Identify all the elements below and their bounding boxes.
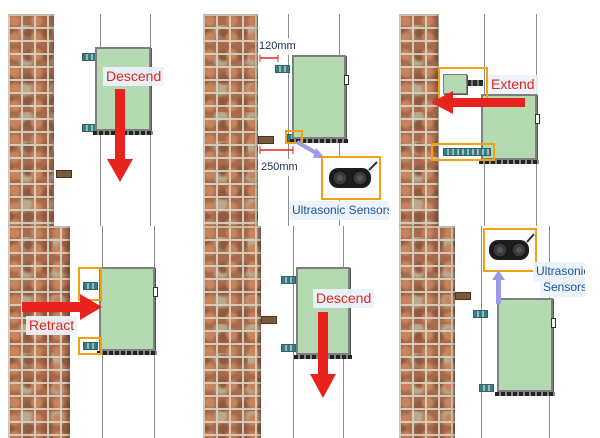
action-label: Retract	[26, 316, 78, 335]
wheel-base	[479, 160, 539, 164]
lower-sensor-highlight	[78, 337, 102, 355]
lower-sensor-arm	[443, 148, 491, 156]
wall-stub	[455, 292, 471, 300]
robot-enclosure	[290, 55, 349, 143]
panel-1-descend: Descend	[8, 14, 194, 226]
dimension-bottom-label: 250mm	[260, 159, 299, 176]
robot-enclosure	[495, 298, 556, 396]
brick-wall	[399, 14, 439, 226]
action-label: Descend	[313, 289, 375, 308]
upper-sensor-arm	[83, 282, 98, 290]
ultrasonic-sensor-image	[321, 156, 381, 200]
guide-rail-left	[481, 226, 482, 438]
action-label: Extend	[488, 75, 538, 94]
panel-3-extend: Extend	[399, 14, 585, 226]
sensor-highlight	[285, 130, 303, 144]
sensor-caption-line1: Ultrasonic	[533, 262, 585, 281]
lower-sensor-arm	[479, 384, 494, 392]
wall-stub	[261, 316, 277, 324]
panel-2-sensor-distances: 120mm 250mm Ultrasonic Sensors	[203, 14, 389, 226]
brick-wall	[203, 226, 261, 438]
upper-sensor-highlight	[438, 67, 488, 103]
enclosure-latch	[535, 114, 540, 124]
brick-wall	[8, 14, 54, 226]
wheel-base	[294, 355, 352, 359]
wall-stub	[258, 136, 274, 144]
panel-6-sensors: Ultrasonic Sensors	[399, 226, 585, 438]
upper-sensor-highlight	[78, 267, 102, 301]
lower-sensor-arm	[281, 344, 296, 352]
upper-sensor-arm	[275, 65, 290, 73]
dimension-top-label: 120mm	[258, 38, 297, 55]
ultrasonic-sensor-icon	[329, 161, 378, 188]
wheel-base	[495, 392, 555, 396]
robot-enclosure	[294, 267, 352, 359]
guide-rail-left	[293, 226, 294, 438]
action-label: Descend	[103, 67, 165, 86]
robot-enclosure	[97, 267, 158, 355]
brick-wall	[203, 14, 258, 226]
enclosure-latch	[551, 318, 556, 328]
wheel-base	[93, 131, 153, 135]
upper-sensor-arm	[473, 310, 488, 318]
enclosure-latch	[344, 75, 349, 85]
sensor-caption-line2: Sensors	[540, 278, 585, 297]
wall-stub	[56, 170, 72, 178]
wheel-base	[290, 139, 348, 143]
ultrasonic-sensor-image	[483, 228, 537, 272]
guide-rail-left	[288, 14, 289, 226]
lower-sensor-highlight	[431, 143, 495, 161]
panel-4-retract: Retract	[8, 226, 194, 438]
wheel-base	[97, 351, 157, 355]
upper-sensor-arm	[281, 276, 296, 284]
brick-wall	[399, 226, 455, 438]
lower-sensor-arm	[83, 342, 98, 350]
enclosure-latch	[153, 287, 158, 297]
robot-enclosure	[93, 47, 153, 135]
ultrasonic-sensor-icon	[489, 233, 535, 260]
sensor-caption: Ultrasonic Sensors	[289, 201, 389, 220]
panel-5-descend: Descend	[203, 226, 389, 438]
upper-sensor-module	[443, 74, 467, 94]
